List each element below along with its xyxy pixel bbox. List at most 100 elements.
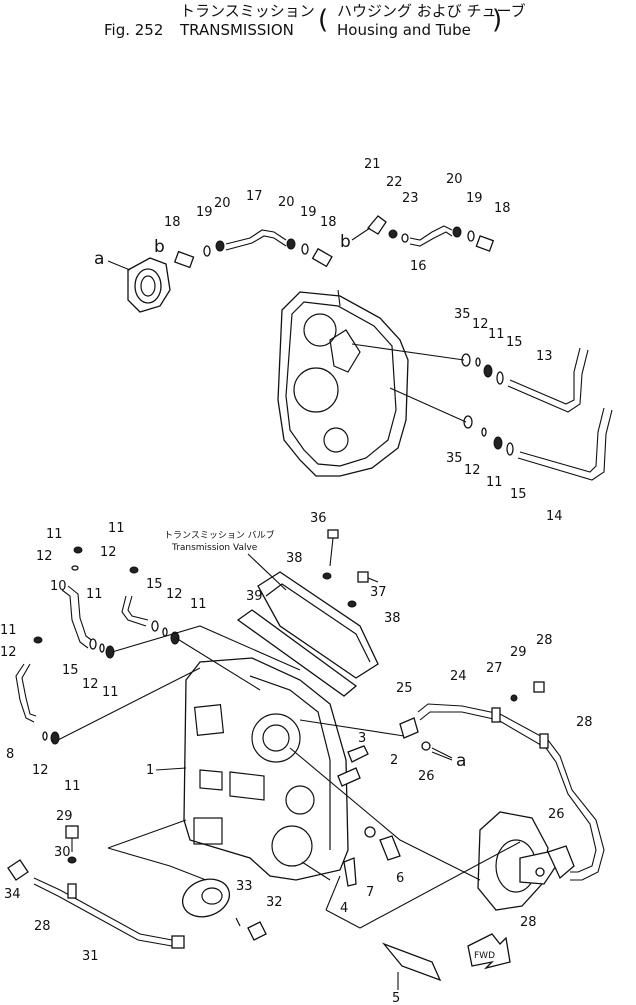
elbow-21 bbox=[367, 215, 387, 235]
end-fitting-31 bbox=[171, 935, 185, 949]
ref-letter-a-left: a bbox=[94, 249, 104, 269]
callout-18-l: 18 bbox=[164, 215, 181, 230]
title-en: TRANSMISSION bbox=[180, 21, 294, 39]
callout-9: 10 bbox=[50, 579, 67, 594]
dipstick-5 bbox=[381, 942, 442, 982]
callout-23: 23 bbox=[402, 191, 419, 206]
callout-20-m: 20 bbox=[278, 195, 295, 210]
plug-6 bbox=[379, 835, 401, 861]
fig-label: Fig. 252 bbox=[104, 21, 164, 39]
ring-12-lower bbox=[481, 427, 487, 437]
tube-31 bbox=[33, 877, 173, 941]
paren-close: ) bbox=[492, 5, 503, 35]
callout-25: 25 bbox=[396, 681, 413, 696]
bolt-37 bbox=[347, 571, 379, 608]
callout-19-m: 19 bbox=[300, 205, 317, 220]
callout-1: 1 bbox=[146, 763, 154, 778]
clamp-28-upper bbox=[491, 707, 501, 723]
nut-20-left bbox=[215, 240, 225, 252]
callout-19-tr: 19 bbox=[466, 191, 483, 206]
callout-17: 17 bbox=[246, 189, 263, 204]
bolt-29-left bbox=[65, 825, 79, 839]
nut-22 bbox=[388, 229, 398, 239]
callout-19-l: 19 bbox=[196, 205, 213, 220]
callout-26-upper: 26 bbox=[418, 769, 435, 784]
callout-38-top: 38 bbox=[286, 551, 303, 566]
washer-15-lower bbox=[506, 442, 514, 456]
clamp-28-right bbox=[539, 733, 549, 749]
callout-20-l: 20 bbox=[214, 196, 231, 211]
nut-11-top bbox=[170, 631, 180, 645]
washer-19-left bbox=[203, 245, 211, 257]
washer-19-right bbox=[467, 230, 475, 242]
callout-16: 16 bbox=[410, 259, 427, 274]
ref-letter-b-left: b bbox=[154, 237, 165, 257]
callout-11-l: 11 bbox=[486, 475, 503, 490]
nut-11-c bbox=[33, 636, 43, 644]
callout-15-left: 15 bbox=[62, 663, 79, 678]
washer-7 bbox=[364, 826, 376, 838]
tube-8 bbox=[15, 663, 35, 723]
tube-17 bbox=[225, 229, 287, 245]
nut-11-d bbox=[50, 731, 60, 745]
callout-11-c: 11 bbox=[0, 623, 17, 638]
valve-label-en: Transmission Valve bbox=[171, 543, 258, 553]
callout-12-left: 12 bbox=[82, 677, 99, 692]
title-jp: トランスミッション bbox=[180, 2, 315, 20]
callout-15-u: 15 bbox=[506, 335, 523, 350]
washer-23 bbox=[401, 233, 409, 243]
connector-18-right bbox=[475, 235, 495, 252]
plug-32 bbox=[247, 921, 267, 941]
callout-33: 33 bbox=[236, 879, 253, 894]
bolt-36 bbox=[322, 529, 339, 580]
nut-20-right bbox=[452, 226, 462, 238]
bolt-29-right bbox=[533, 681, 545, 693]
bottom-flange bbox=[181, 878, 231, 918]
ref-letter-b-right: b bbox=[340, 232, 351, 252]
washer-30-right bbox=[510, 694, 518, 702]
callout-39: 39 bbox=[246, 589, 263, 604]
callout-12-a: 12 bbox=[36, 549, 53, 564]
transmission-housing bbox=[183, 657, 349, 881]
washer-15-top bbox=[151, 620, 159, 632]
callout-37: 37 bbox=[370, 585, 387, 600]
fitting-3 bbox=[347, 745, 369, 763]
callout-11-d: 11 bbox=[64, 779, 81, 794]
oring-26-upper bbox=[421, 741, 431, 751]
callout-5: 5 bbox=[392, 991, 400, 1005]
callout-36: 36 bbox=[310, 511, 327, 526]
connector-18-mid bbox=[311, 247, 333, 268]
tube-10 bbox=[121, 595, 147, 627]
valve-label-jp: トランスミッション バルブ bbox=[164, 529, 275, 541]
washer-15-upper bbox=[496, 371, 504, 385]
callout-8: 8 bbox=[6, 747, 14, 762]
tube-9 bbox=[61, 589, 89, 649]
oring-35-lower bbox=[463, 415, 473, 429]
callout-11-u: 11 bbox=[488, 327, 505, 342]
callout-4: 4 bbox=[340, 901, 348, 916]
callout-32: 32 bbox=[266, 895, 283, 910]
callout-11-b: 11 bbox=[108, 521, 125, 536]
flange-upper-left bbox=[127, 257, 171, 313]
nut-11-upper bbox=[483, 364, 493, 378]
callout-18-tr: 18 bbox=[494, 201, 511, 216]
callout-20-tr: 20 bbox=[446, 172, 463, 187]
callout-28-left: 28 bbox=[34, 919, 51, 934]
nut-11-left bbox=[105, 645, 115, 659]
callout-12-c: 12 bbox=[0, 645, 17, 660]
callout-11-a: 11 bbox=[46, 527, 63, 542]
oring-33 bbox=[235, 917, 241, 927]
tube-24 bbox=[417, 703, 605, 881]
washer-19-mid bbox=[301, 243, 309, 255]
callout-31: 31 bbox=[82, 949, 99, 964]
callout-7: 7 bbox=[366, 885, 374, 900]
subtitle-jp: ハウジング および チューブ bbox=[337, 2, 526, 20]
fitting-2 bbox=[337, 767, 361, 787]
callout-24: 24 bbox=[450, 669, 467, 684]
tube-13 bbox=[509, 347, 581, 405]
callout-35-u: 35 bbox=[454, 307, 471, 322]
callout-12-top: 12 bbox=[166, 587, 183, 602]
paren-open: ( bbox=[318, 5, 329, 35]
